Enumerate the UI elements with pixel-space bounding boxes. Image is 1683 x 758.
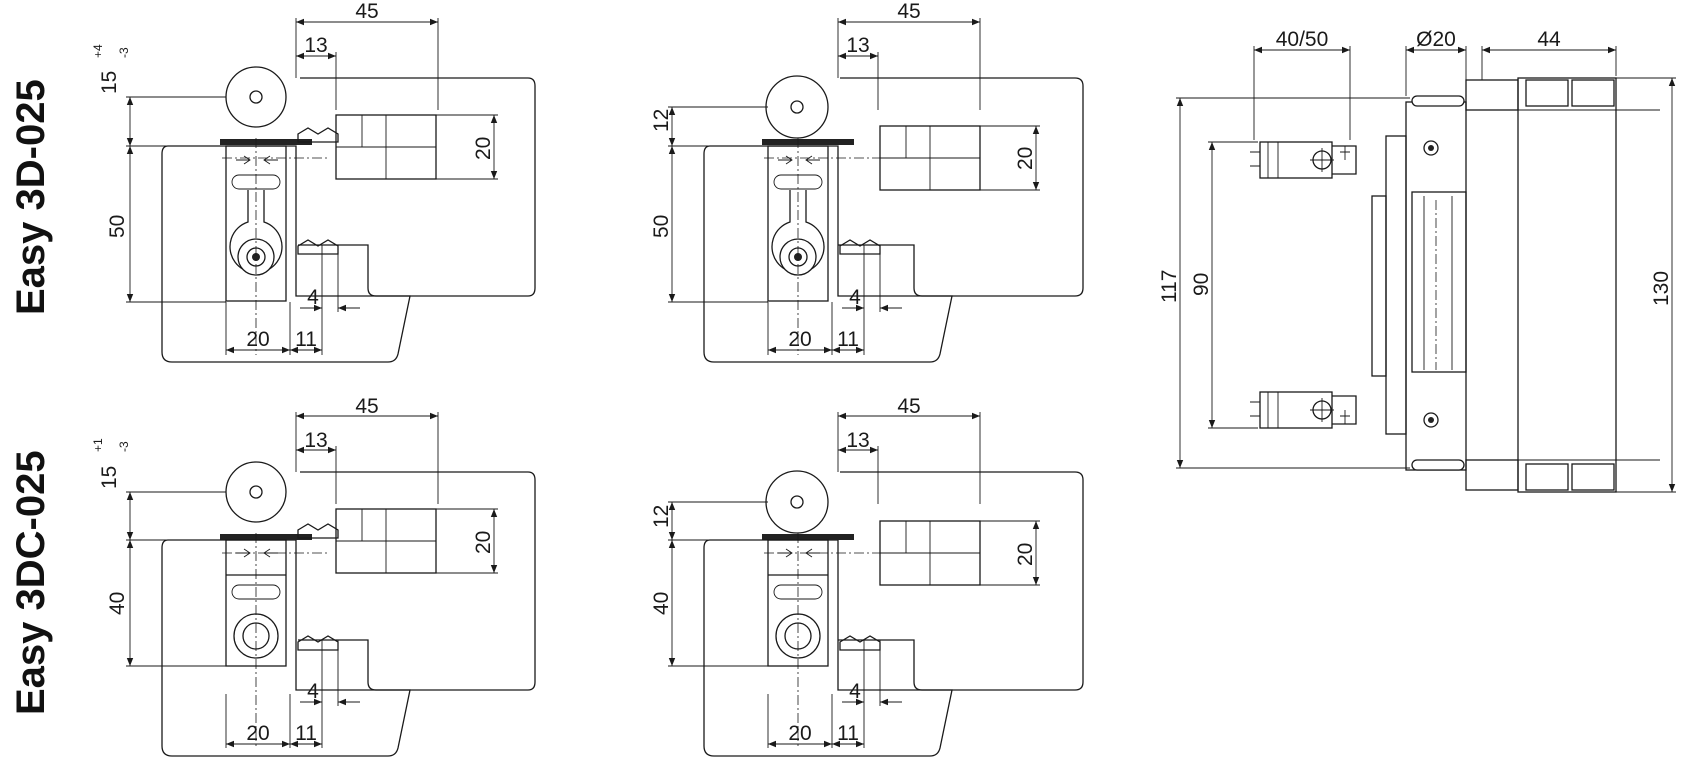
- dim-offset: 13: [304, 429, 327, 452]
- view-top-left: 45 13 15 +4 -3 50 20 4 20 11: [91, 0, 536, 363]
- dim-base-offset: 11: [295, 328, 317, 351]
- dim-body-height: 40: [650, 592, 673, 615]
- dim-base-width: 20: [788, 722, 811, 745]
- dim-gap: 4: [307, 680, 319, 703]
- title-easy-3dc-025: Easy 3DC-025: [9, 450, 53, 715]
- dim-pin-height: 12: [650, 505, 673, 528]
- view-bottom-mid: 45 13 12 40 20 4 20 11: [650, 395, 1084, 757]
- view-front: 40/50 Ø20 44 117 90 130: [1158, 28, 1676, 493]
- dim-leaf-height: 20: [472, 137, 495, 160]
- view-bottom-left: 45 13 15 +1 -3 40 20 4 20 11: [91, 395, 536, 757]
- dim-base-offset: 11: [837, 328, 859, 351]
- dim-gap: 4: [849, 286, 861, 309]
- dim-height-total: 130: [1650, 271, 1673, 306]
- dim-pin-height: 12: [650, 109, 673, 132]
- title-easy-3d-025: Easy 3D-025: [9, 79, 53, 315]
- tol-plus: +1: [91, 438, 105, 452]
- dim-frame-width: 40/50: [1276, 28, 1329, 51]
- tol-minus: -3: [117, 47, 131, 58]
- dim-leaf-height: 20: [472, 531, 495, 554]
- dim-offset: 13: [846, 429, 869, 452]
- dim-leaf-height: 20: [1014, 543, 1037, 566]
- dim-body-height: 50: [106, 215, 129, 238]
- tol-plus: +4: [91, 44, 105, 58]
- dim-width-total: 45: [355, 0, 378, 23]
- dim-width-total: 45: [897, 0, 920, 23]
- dim-height-inner: 90: [1190, 273, 1213, 296]
- dim-pin-height: 15: [98, 71, 121, 94]
- view-top-mid: 45 13 12 50 20 4 20 11: [650, 0, 1084, 363]
- dim-width-total: 45: [355, 395, 378, 418]
- dim-base-offset: 11: [837, 722, 859, 745]
- dim-body-height: 50: [650, 215, 673, 238]
- dim-width-total: 45: [897, 395, 920, 418]
- dim-offset: 13: [304, 34, 327, 57]
- dim-base-width: 20: [246, 328, 269, 351]
- dim-base-width: 20: [788, 328, 811, 351]
- dim-gap: 4: [307, 286, 319, 309]
- dim-base-width: 20: [246, 722, 269, 745]
- dim-gap: 4: [849, 680, 861, 703]
- dim-offset: 13: [846, 34, 869, 57]
- tol-minus: -3: [117, 441, 131, 452]
- dim-leaf-height: 20: [1014, 147, 1037, 170]
- dim-pin-height: 15: [98, 466, 121, 489]
- dim-height-outer: 117: [1158, 270, 1181, 303]
- dim-leaf-width: 44: [1537, 28, 1561, 51]
- dim-body-height: 40: [106, 592, 129, 615]
- dim-pin-diameter: Ø20: [1416, 28, 1456, 51]
- dim-base-offset: 11: [295, 722, 317, 745]
